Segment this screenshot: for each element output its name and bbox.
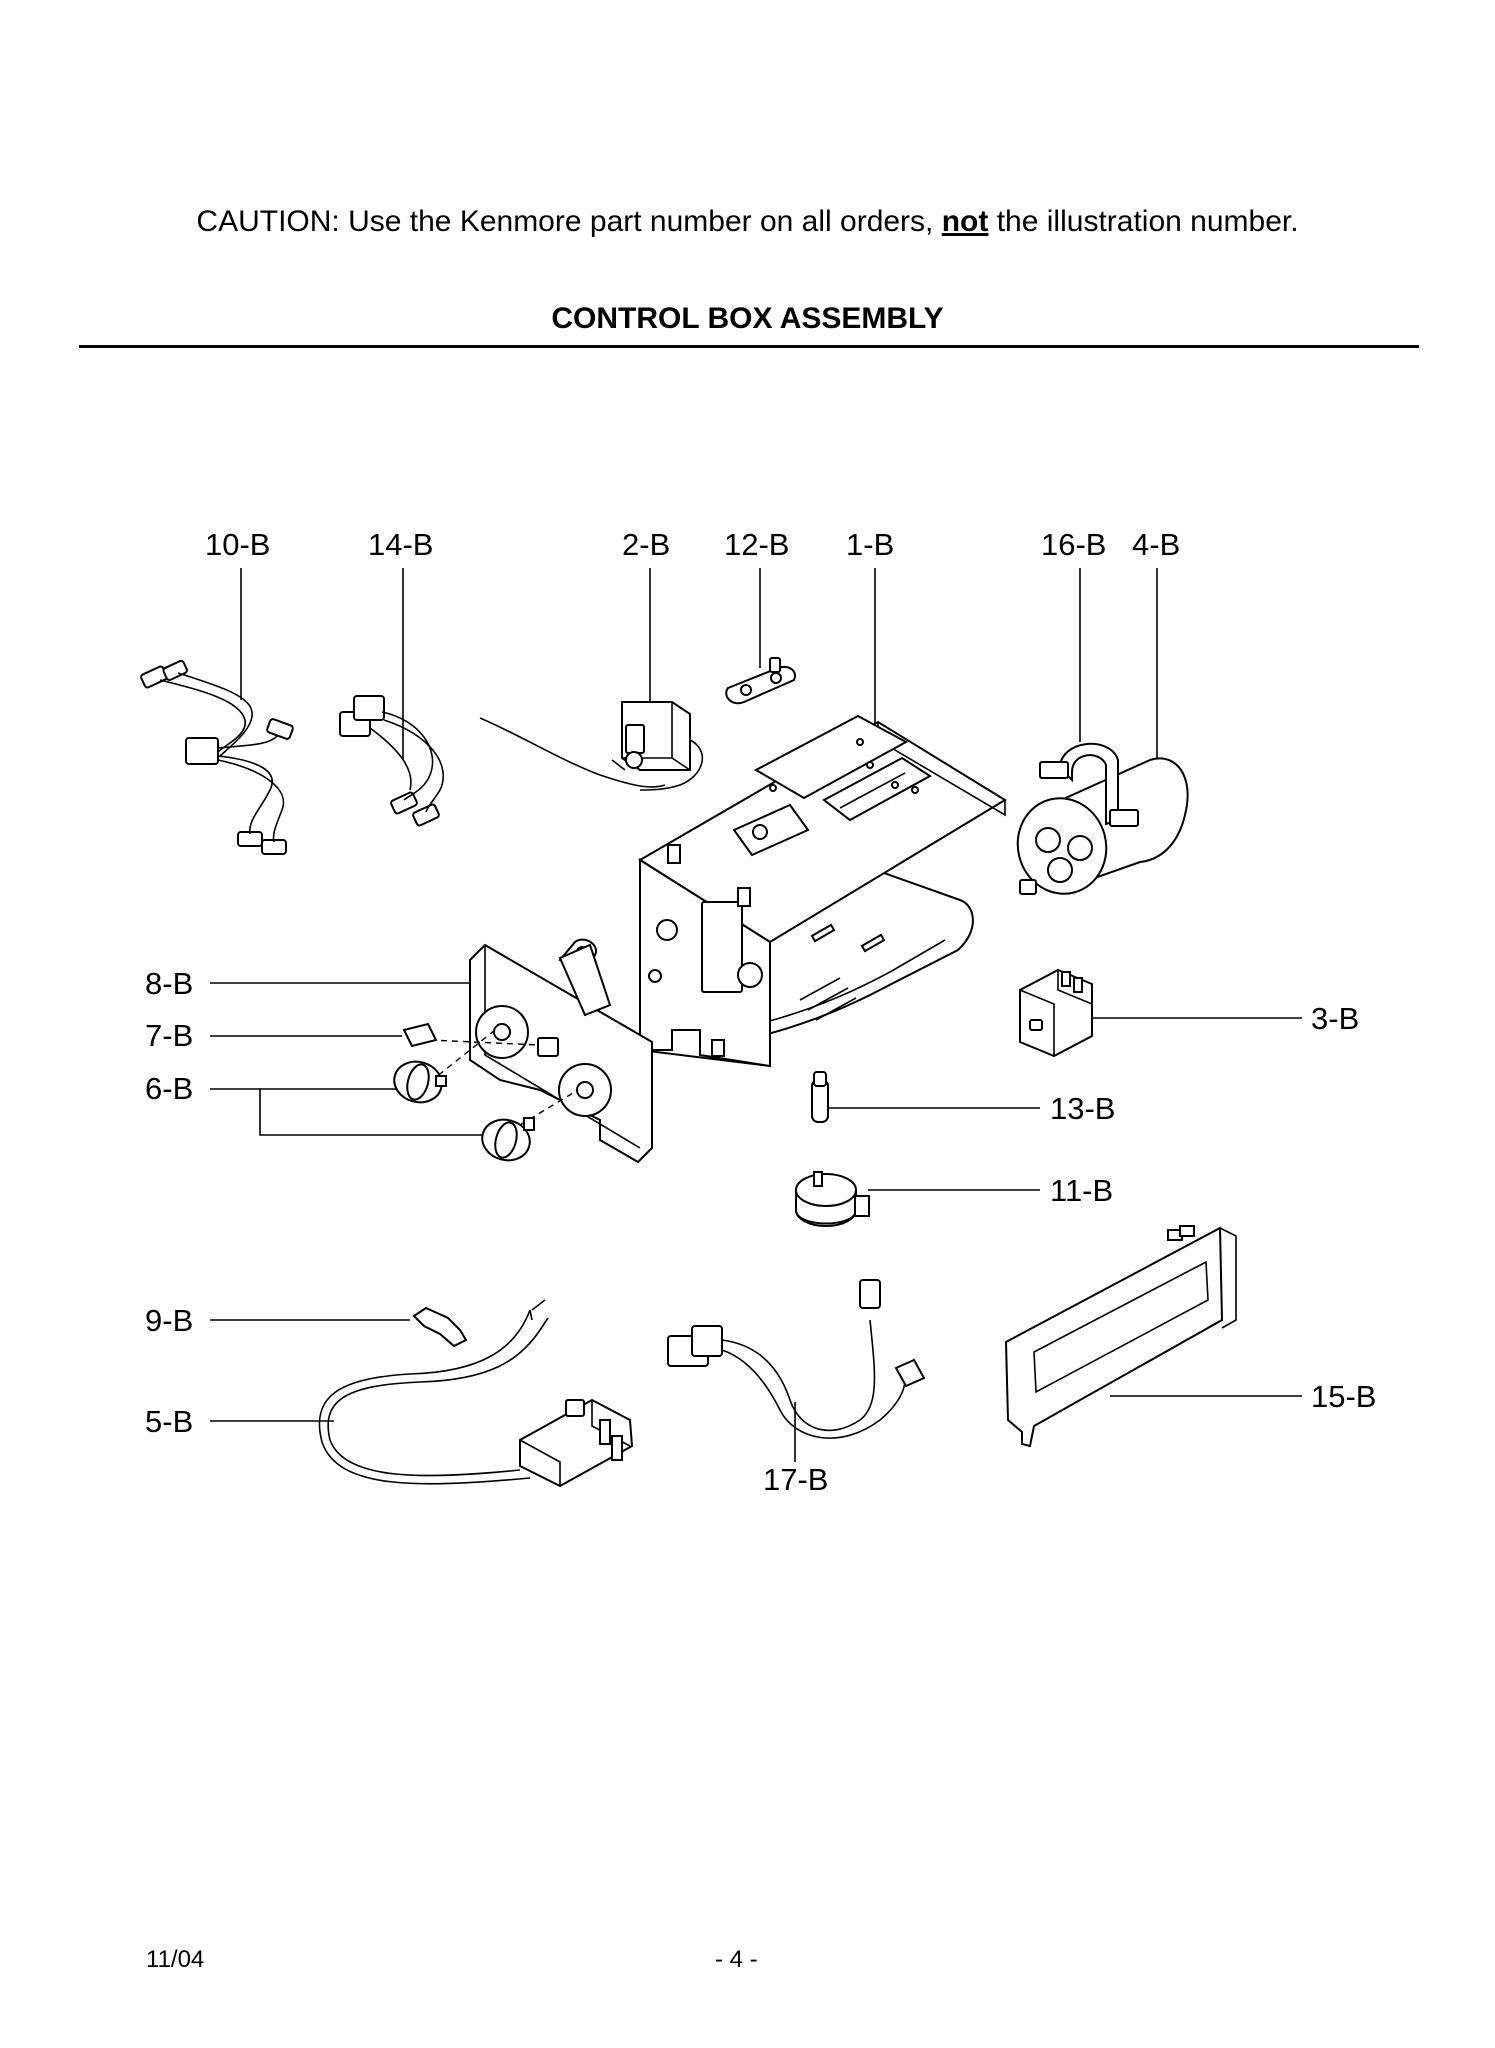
- sensor-13b: [811, 1071, 829, 1123]
- footer-page-number: - 4 -: [715, 1946, 758, 1973]
- switch-7b: [402, 1022, 438, 1048]
- callout-labels: 10-B 14-B 2-B 12-B 1-B 16-B 4-B 8-B 7-B …: [145, 527, 1376, 1497]
- callout-4b: 4-B: [1132, 527, 1180, 562]
- callout-15b: 15-B: [1311, 1379, 1376, 1414]
- caution-prefix: CAUTION: Use the Kenmore part number on …: [196, 205, 934, 238]
- leader-lines: [210, 568, 1302, 1462]
- power-cord-5b: [318, 1299, 634, 1488]
- wire-harness-14b: [339, 695, 445, 827]
- callout-16b: 16-B: [1041, 527, 1106, 562]
- clamp-16b: [1039, 742, 1139, 827]
- control-panel-8b: [429, 938, 653, 1164]
- callout-9b: 9-B: [145, 1303, 193, 1338]
- control-box-frame-1b: [638, 714, 1007, 1068]
- callout-14b: 14-B: [368, 527, 433, 562]
- callout-13b: 13-B: [1050, 1091, 1115, 1126]
- callout-5b: 5-B: [145, 1404, 193, 1439]
- callout-1b: 1-B: [846, 527, 894, 562]
- cover-plate-15b: [1004, 1225, 1237, 1448]
- caution-emphasis: not: [941, 205, 989, 238]
- callout-8b: 8-B: [145, 966, 193, 1001]
- callout-17b: 17-B: [763, 1462, 828, 1497]
- callout-11b: 11-B: [1050, 1173, 1113, 1208]
- motor-11b: [795, 1171, 870, 1227]
- caution-suffix: the illustration number.: [996, 205, 1299, 238]
- page-title: CONTROL BOX ASSEMBLY: [551, 302, 944, 335]
- bracket-12b: [725, 657, 796, 705]
- callout-6b: 6-B: [145, 1071, 193, 1106]
- callout-12b: 12-B: [724, 527, 789, 562]
- callout-10b: 10-B: [205, 527, 270, 562]
- wire-harness-10b: [140, 659, 294, 855]
- callout-3b: 3-B: [1311, 1001, 1359, 1036]
- callout-7b: 7-B: [145, 1018, 193, 1053]
- clip-9b: [412, 1306, 468, 1348]
- footer-date: 11/04: [146, 1946, 205, 1973]
- relay-3b: [1019, 968, 1093, 1058]
- callout-2b: 2-B: [622, 527, 670, 562]
- knob-6b-lower: [481, 1117, 535, 1162]
- wire-harness-17b: [667, 1279, 926, 1439]
- thermostat-2b: [479, 701, 704, 791]
- knob-6b-upper: [393, 1060, 447, 1104]
- caution-note: CAUTION: Use the Kenmore part number on …: [0, 205, 1495, 239]
- title-rule: [79, 345, 1419, 348]
- capacitor-4b: [1016, 757, 1189, 895]
